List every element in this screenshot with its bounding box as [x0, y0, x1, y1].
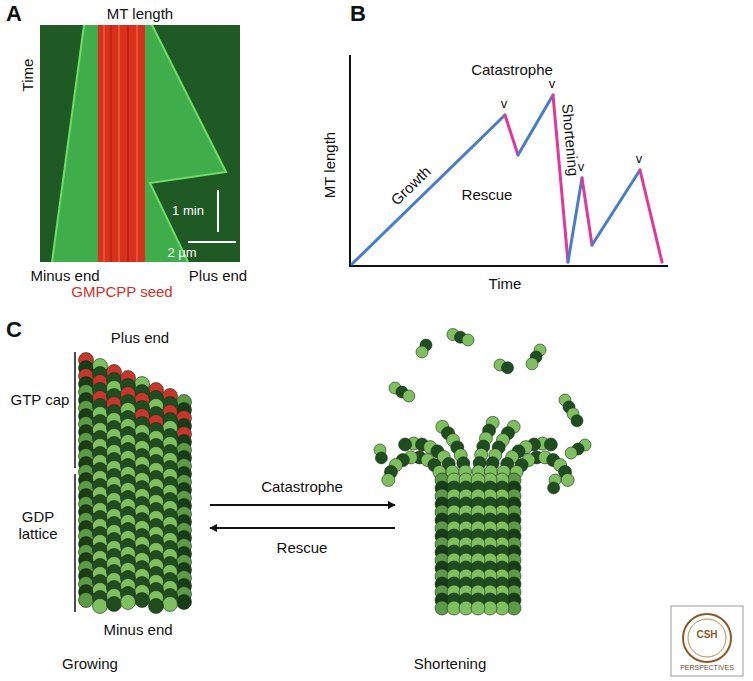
tubulin-subunit [93, 599, 108, 614]
tubulin-subunit [121, 595, 136, 610]
catastrophe-marker: v [501, 97, 508, 111]
tubulin-subunit [571, 415, 583, 427]
tubulin-subunit [149, 599, 164, 614]
tubulin-subunit [462, 334, 474, 346]
tubulin-subunit [375, 452, 387, 464]
rescue-arrow [210, 527, 395, 529]
logo-frame [671, 606, 743, 676]
time-scale-bar [217, 190, 219, 232]
growth-segment [592, 170, 640, 245]
end-label: Plus end [111, 330, 169, 347]
phase-label: Growth [388, 163, 434, 208]
end-label: Minus end [30, 268, 99, 285]
growth-segment [568, 178, 582, 262]
axis-label: MT length [107, 6, 173, 23]
phase-label: Shortening [558, 103, 581, 177]
seed-stripe [127, 25, 129, 262]
lattice-bracket [74, 474, 76, 612]
seed-stripe [103, 25, 105, 262]
shortening-segment [505, 115, 518, 155]
tubulin-subunit [565, 447, 577, 459]
panel-letter: C [6, 318, 22, 342]
region-label: GTP cap [11, 392, 70, 409]
tubulin-subunit [416, 346, 428, 358]
minus-end-growth [52, 25, 98, 262]
catastrophe-arrow [210, 504, 395, 506]
tubulin-subunit [548, 482, 560, 494]
seed-band [98, 25, 145, 262]
tubulin-subunit [163, 597, 178, 612]
plus-end-growth [145, 25, 226, 262]
tubulin-subunit [177, 595, 192, 610]
tubulin-subunit [107, 597, 122, 612]
seed-stripe [136, 25, 138, 262]
growth-segment [518, 95, 553, 155]
panel-letter: B [350, 2, 366, 26]
publisher-logo [671, 606, 743, 676]
kymograph [40, 25, 240, 262]
tubulin-subunit [399, 438, 412, 451]
panel-letter: A [6, 2, 22, 26]
shortening-segment [640, 170, 662, 262]
tubulin-subunit [471, 601, 485, 615]
scale-label: 2 μm [167, 246, 196, 260]
tubulin-subunit [403, 390, 415, 402]
axis-label: Time [20, 59, 37, 92]
logo-ring [688, 619, 726, 657]
logo-text: PERSPECTIVES [680, 664, 734, 672]
kymograph-background [40, 25, 240, 262]
state-label: Growing [62, 656, 118, 673]
dynamics-plot [349, 55, 668, 267]
state-label: Shortening [414, 656, 487, 673]
seed-label: GMPCPP seed [71, 284, 172, 301]
phase-label: Rescue [462, 187, 513, 204]
axis-label: Time [489, 276, 522, 293]
transition-label: Rescue [277, 540, 328, 557]
shortening-segment [582, 178, 592, 245]
transition-label: Catastrophe [261, 479, 343, 496]
seed-stripe [110, 25, 112, 262]
tubulin-subunit [135, 593, 150, 608]
y-axis [349, 55, 351, 267]
seed-stripe [118, 25, 120, 262]
logo-ring [683, 614, 731, 662]
tubulin-subunit [502, 362, 514, 374]
end-label: Minus end [103, 622, 172, 639]
tubulin-subunit [79, 593, 94, 608]
catastrophe-marker: v [636, 152, 643, 166]
x-axis [349, 265, 668, 267]
axis-label: MT length [322, 132, 339, 198]
plus-edge [150, 25, 226, 262]
catastrophe-marker: v [549, 77, 556, 91]
length-scale-bar [188, 241, 236, 243]
tubulin-subunit [561, 474, 574, 487]
cap-bracket [74, 352, 76, 468]
end-label: Plus end [189, 268, 247, 285]
scale-label: 1 min [172, 204, 204, 218]
growing-microtubule [79, 353, 192, 614]
tubulin-subunit [544, 438, 557, 451]
logo-text: CSH [696, 629, 717, 640]
tubulin-subunit [526, 358, 538, 370]
minus-edge [52, 25, 84, 262]
shortening-microtubule [374, 329, 591, 615]
tubulin-subunit [382, 474, 395, 487]
phase-label: Catastrophe [471, 62, 553, 79]
region-label: GDP lattice [12, 509, 64, 542]
